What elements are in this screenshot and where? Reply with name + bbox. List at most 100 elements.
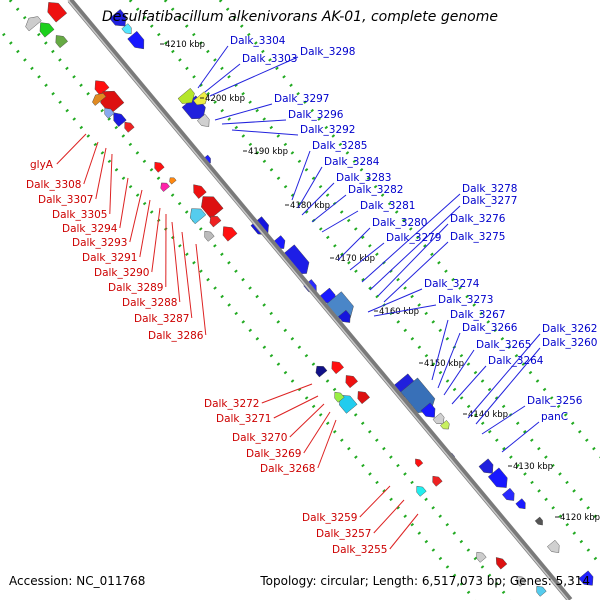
forward-gene-arrow <box>127 30 145 50</box>
forward-callout-line <box>301 182 335 216</box>
reverse-gene-label[interactable]: Dalk_3287 <box>134 313 190 325</box>
reverse-gene-label[interactable]: Dalk_3269 <box>246 448 302 460</box>
reverse-gene-arrow <box>104 107 115 119</box>
scale-label: 4130 kbp <box>513 462 553 472</box>
reverse-gene-arrow <box>189 208 207 225</box>
forward-gene-label[interactable]: Dalk_3279 <box>386 232 442 244</box>
forward-callout-line <box>209 56 299 97</box>
scale-label: 4210 kbp <box>165 40 205 50</box>
forward-callout-line <box>467 333 541 419</box>
reverse-callout-line <box>195 243 207 336</box>
forward-gene-label[interactable]: Dalk_3296 <box>288 109 344 121</box>
forward-gene-label[interactable]: Dalk_3281 <box>360 200 416 212</box>
reverse-gene-arrow <box>39 22 55 38</box>
scale-label: 4150 kbp <box>424 359 464 369</box>
reverse-gene-label[interactable]: Dalk_3291 <box>82 252 138 264</box>
reverse-gene-arrow <box>415 458 424 468</box>
reverse-gene-label[interactable]: Dalk_3307 <box>38 194 94 206</box>
reverse-gene-label[interactable]: Dalk_3305 <box>52 209 108 221</box>
forward-gene-label[interactable]: Dalk_3256 <box>527 395 583 407</box>
forward-gene-label[interactable]: Dalk_3292 <box>300 124 356 136</box>
reverse-gene-label[interactable]: Dalk_3293 <box>72 237 128 249</box>
reverse-gene-arrow <box>169 177 177 185</box>
reverse-callout-line <box>289 403 325 438</box>
forward-callout-line <box>377 223 449 297</box>
reverse-gene-arrow <box>222 226 238 242</box>
reverse-gene-arrow <box>331 361 344 375</box>
forward-gene-label[interactable]: Dalk_3276 <box>450 213 506 225</box>
scale-label: 4200 kbp <box>205 94 245 104</box>
forward-callout-line <box>437 332 461 389</box>
reverse-gene-label[interactable]: Dalk_3290 <box>94 267 150 279</box>
forward-gene-label[interactable]: Dalk_3267 <box>450 309 506 321</box>
reverse-callout-line <box>129 189 143 243</box>
forward-gene-label[interactable]: Dalk_3262 <box>542 323 598 335</box>
reverse-gene-arrow <box>536 585 547 597</box>
forward-gene-label[interactable]: Dalk_3265 <box>476 339 532 351</box>
forward-gene-label[interactable]: Dalk_3277 <box>462 195 518 207</box>
forward-gene-label[interactable]: Dalk_3304 <box>230 35 286 47</box>
forward-gene-label[interactable]: Dalk_3280 <box>372 217 428 229</box>
forward-gene-label[interactable]: Dalk_3260 <box>542 337 598 349</box>
reverse-gene-label[interactable]: Dalk_3272 <box>204 398 260 410</box>
reverse-gene-label[interactable]: Dalk_3289 <box>108 282 164 294</box>
reverse-callout-line <box>171 221 181 303</box>
reverse-gene-label[interactable]: Dalk_3271 <box>216 413 272 425</box>
forward-callout-line <box>367 288 423 313</box>
forward-gene-arrow <box>515 498 526 510</box>
reverse-gene-arrow <box>516 575 527 587</box>
forward-gene-label[interactable]: Dalk_3278 <box>462 183 518 195</box>
feature-tracks <box>25 2 594 597</box>
reverse-gene-label[interactable]: Dalk_3294 <box>62 223 118 235</box>
forward-gene-label[interactable]: Dalk_3264 <box>488 355 544 367</box>
forward-gene-label[interactable]: Dalk_3266 <box>462 322 518 334</box>
forward-gene-label[interactable]: Dalk_3282 <box>348 184 404 196</box>
forward-gene-arrow <box>547 539 560 553</box>
forward-callout-line <box>431 319 449 381</box>
forward-gene-arrow <box>197 113 210 127</box>
forward-gene-label[interactable]: Dalk_3303 <box>242 53 298 65</box>
forward-gene-label[interactable]: Dalk_3297 <box>274 93 330 105</box>
reverse-gene-label[interactable]: Dalk_3288 <box>122 297 178 309</box>
reverse-gene-arrow <box>55 35 68 49</box>
reverse-gene-label[interactable]: Dalk_3259 <box>302 512 358 524</box>
reverse-gene-label[interactable]: Dalk_3257 <box>316 528 372 540</box>
reverse-gene-arrow <box>92 92 107 106</box>
ruler-dot-line <box>8 0 512 600</box>
forward-gene-label[interactable]: Dalk_3285 <box>312 140 368 152</box>
forward-gene-label[interactable]: Dalk_3273 <box>438 294 494 306</box>
reverse-callout-line <box>139 199 151 258</box>
genome-backbone <box>67 0 573 600</box>
topology-summary: Topology: circular; Length: 6,517,073 bp… <box>260 574 590 588</box>
forward-callout-line <box>321 210 359 233</box>
reverse-gene-label[interactable]: Dalk_3308 <box>26 179 82 191</box>
forward-gene-label[interactable]: Dalk_3284 <box>324 156 380 168</box>
map-title: Desulfatibacillum alkenivorans AK-01, co… <box>101 9 499 25</box>
reverse-gene-label[interactable]: Dalk_3286 <box>148 330 204 342</box>
reverse-gene-label[interactable]: Dalk_3268 <box>260 463 316 475</box>
forward-callout-line <box>337 227 371 261</box>
reverse-callout-line <box>83 141 99 185</box>
forward-callout-line <box>197 45 229 89</box>
reverse-gene-arrow <box>25 16 42 32</box>
forward-gene-arrow <box>578 570 594 586</box>
reverse-gene-label[interactable]: glyA <box>30 159 54 171</box>
ruler-dot-line <box>218 0 600 459</box>
reverse-gene-label[interactable]: Dalk_3270 <box>232 432 288 444</box>
reverse-gene-arrow <box>315 365 328 378</box>
reverse-gene-label[interactable]: Dalk_3255 <box>332 544 388 556</box>
forward-gene-label[interactable]: Dalk_3298 <box>300 46 356 58</box>
forward-gene-label[interactable]: Dalk_3275 <box>450 231 506 243</box>
forward-gene-arrow <box>478 458 494 474</box>
forward-gene-arrow <box>177 87 195 104</box>
forward-callout-line <box>373 304 437 317</box>
ruler-dot-line <box>128 0 600 567</box>
forward-gene-label[interactable]: Dalk_3283 <box>336 172 392 184</box>
forward-gene-arrow <box>338 309 351 323</box>
forward-gene-label[interactable]: panC <box>541 411 568 423</box>
reverse-gene-arrow <box>193 184 207 199</box>
scale-label: 4190 kbp <box>248 147 288 157</box>
forward-gene-label[interactable]: Dalk_3274 <box>424 278 480 290</box>
